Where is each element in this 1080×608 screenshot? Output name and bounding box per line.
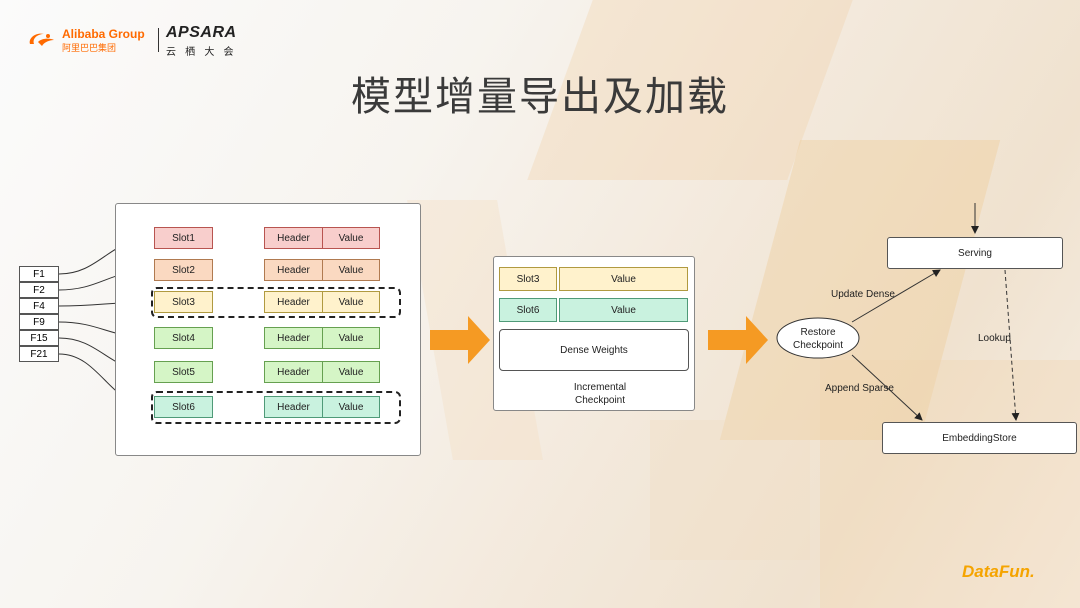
slot-box: Slot6 [154,396,213,418]
apsara-logo: APSARA 云 栖 大 会 [166,24,237,58]
value-cell: Value [322,291,380,313]
slot-box: Slot5 [154,361,213,383]
serving-node: Serving [887,237,1063,269]
restore-checkpoint-node [776,317,860,359]
restore-checkpoint-label-line1: Restore [800,327,836,338]
slot-box: Slot4 [154,327,213,349]
checkpoint-slot-box: Slot6 [499,298,557,322]
alibaba-logo-text: Alibaba Group [62,27,145,41]
header-cell: Header [264,291,323,313]
value-cell: Value [322,227,380,249]
feature-box: F9 [19,314,59,330]
value-cell: Value [322,361,380,383]
header-cell: Header [264,396,323,418]
big-arrow-2 [708,316,768,364]
alibaba-logo: Alibaba Group 阿里巴巴集团 [26,26,156,56]
feature-box: F15 [19,330,59,346]
embedding-store-node: EmbeddingStore [882,422,1077,454]
logo-divider [158,28,159,52]
big-arrow-1 [430,316,490,364]
slot-box: Slot3 [154,291,213,313]
append-sparse-label: Append Sparse [825,383,894,394]
slot-box: Slot2 [154,259,213,281]
value-cell: Value [322,259,380,281]
lookup-edge [1004,269,1020,421]
checkpoint-caption-line2: Checkpoint [574,395,626,406]
apsara-logo-subtext: 云 栖 大 会 [166,47,237,58]
apsara-logo-text: APSARA [166,24,237,41]
feature-box: F21 [19,346,59,362]
header-cell: Header [264,259,323,281]
page-title: 模型增量导出及加载 [351,74,729,120]
value-cell: Value [322,396,380,418]
slot-box: Slot1 [154,227,213,249]
feature-box: F2 [19,282,59,298]
lookup-label: Lookup [978,333,1011,344]
header-cell: Header [264,361,323,383]
checkpoint-slot-box: Slot3 [499,267,557,291]
alibaba-logo-icon [29,33,54,46]
feature-box: F4 [19,298,59,314]
dense-weights-box: Dense Weights [499,329,689,371]
checkpoint-value-cell: Value [559,298,688,322]
checkpoint-value-cell: Value [559,267,688,291]
alibaba-logo-subtext: 阿里巴巴集团 [62,44,117,54]
value-cell: Value [322,327,380,349]
restore-checkpoint-label-line2: Checkpoint [792,340,844,351]
datafun-logo: DataFun. [962,562,1035,581]
slot6-dashed-group [151,391,401,424]
update-dense-edge [851,269,941,323]
header-cell: Header [264,327,323,349]
checkpoint-caption-line1: Incremental [573,382,627,393]
append-sparse-edge [851,354,923,421]
header-cell: Header [264,227,323,249]
feature-box: F1 [19,266,59,282]
update-dense-label: Update Dense [831,289,895,300]
slot3-dashed-group [151,287,401,318]
